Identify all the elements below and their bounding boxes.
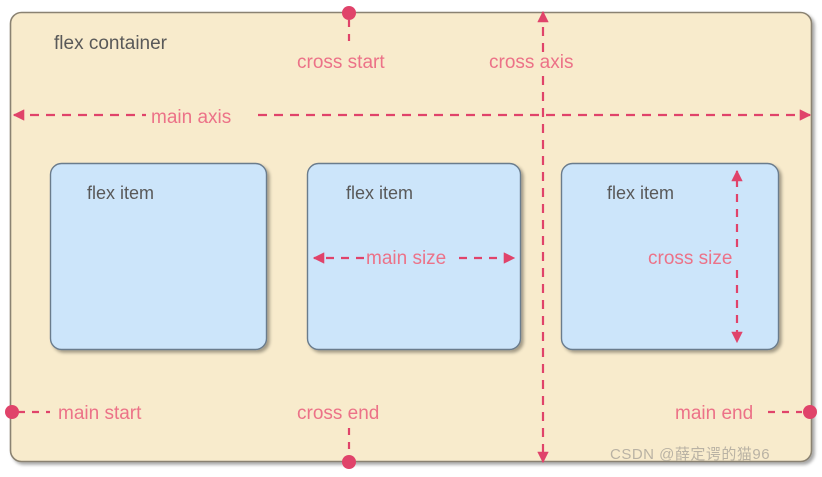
main-size-label: main size: [366, 248, 447, 269]
main-start-label: main start: [58, 403, 142, 424]
main-start-marker: [5, 405, 50, 419]
flex-item-box-2: [306, 162, 522, 351]
cross-size-label: cross size: [648, 248, 733, 269]
flex-item-box-3: [560, 162, 780, 351]
flex-item-label-1: flex item: [87, 183, 155, 203]
cross-start-label: cross start: [297, 52, 385, 73]
watermark: CSDN @薛定谔的猫96: [610, 446, 771, 463]
cross-end-marker: [342, 428, 356, 469]
cross-end-label: cross end: [297, 403, 380, 424]
flex-item-label-3: flex item: [607, 183, 675, 203]
main-axis-label: main axis: [151, 107, 232, 128]
main-end-label: main end: [675, 403, 754, 424]
cross-axis-label: cross axis: [489, 52, 574, 73]
cross-start-marker: [342, 6, 356, 48]
flex-container-label: flex container: [54, 33, 168, 54]
flex-item-box-1: [49, 162, 268, 351]
main-end-marker: [768, 405, 817, 419]
flex-item-label-2: flex item: [346, 183, 414, 203]
